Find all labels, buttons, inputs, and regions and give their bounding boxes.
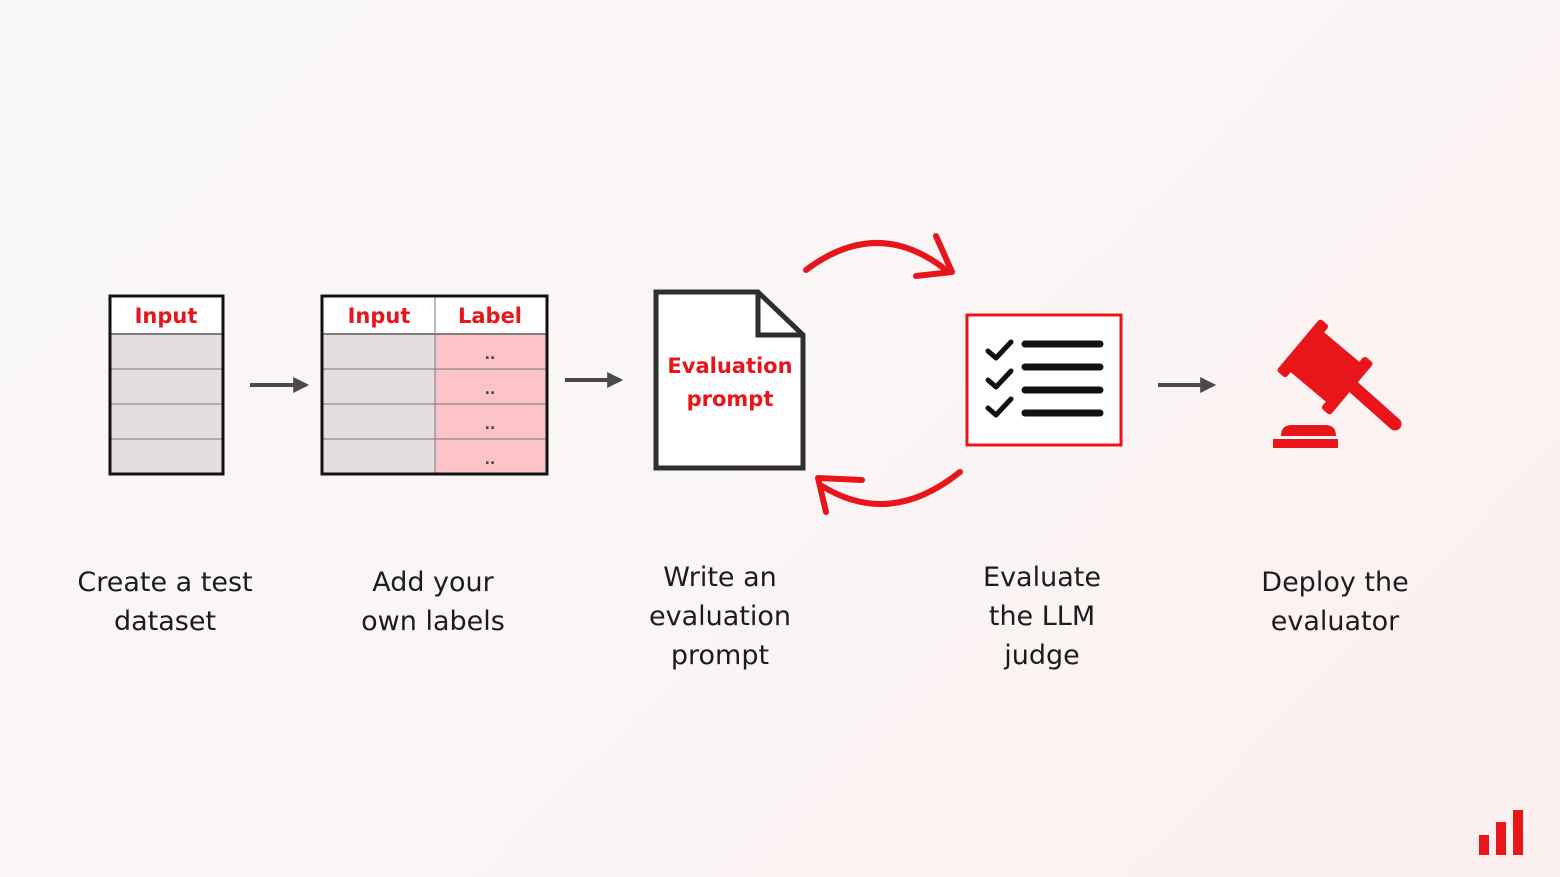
step2-caption-line2: own labels	[361, 606, 505, 637]
input-table: Input	[108, 294, 225, 476]
step4-caption: Evaluate the LLM judge	[942, 558, 1142, 675]
gavel-icon	[1273, 319, 1402, 448]
step2-caption-line1: Add your	[372, 567, 494, 598]
loop-arrow-top	[803, 233, 955, 279]
loop-arrow-bottom	[815, 469, 963, 515]
document-icon: Evaluation prompt	[653, 289, 806, 471]
labeled-table-header-label: Label	[458, 304, 522, 328]
checklist-icon	[965, 313, 1123, 447]
label-cell-mark: ..	[485, 382, 496, 398]
step3-caption-line2: evaluation	[648, 601, 791, 632]
labeled-table: Input Label .. .. .. ..	[320, 294, 549, 476]
step5-caption: Deploy the evaluator	[1235, 563, 1435, 641]
label-cell-mark: ..	[485, 452, 496, 468]
step5-caption-line2: evaluator	[1270, 606, 1400, 637]
label-cell-mark: ..	[485, 347, 496, 363]
document-title-line2: prompt	[687, 387, 774, 411]
step4-caption-line3: judge	[1004, 640, 1080, 671]
labeled-table-header-input: Input	[348, 304, 411, 328]
step5-caption-line1: Deploy the	[1261, 567, 1409, 598]
step4-caption-line1: Evaluate	[983, 562, 1101, 593]
step3-caption: Write an evaluation prompt	[620, 558, 820, 675]
step3-caption-line3: prompt	[670, 640, 770, 671]
input-table-header: Input	[135, 304, 198, 328]
step1-caption-line1: Create a test	[77, 567, 253, 598]
document-title-line1: Evaluation	[667, 354, 792, 378]
step4-caption-line2: the LLM	[988, 601, 1096, 632]
step1-caption: Create a test dataset	[65, 563, 265, 641]
step2-caption: Add your own labels	[333, 563, 533, 641]
label-cell-mark: ..	[485, 417, 496, 433]
bar-chart-logo-icon	[1479, 810, 1523, 855]
step1-caption-line2: dataset	[113, 606, 217, 637]
step3-caption-line1: Write an	[663, 562, 777, 593]
